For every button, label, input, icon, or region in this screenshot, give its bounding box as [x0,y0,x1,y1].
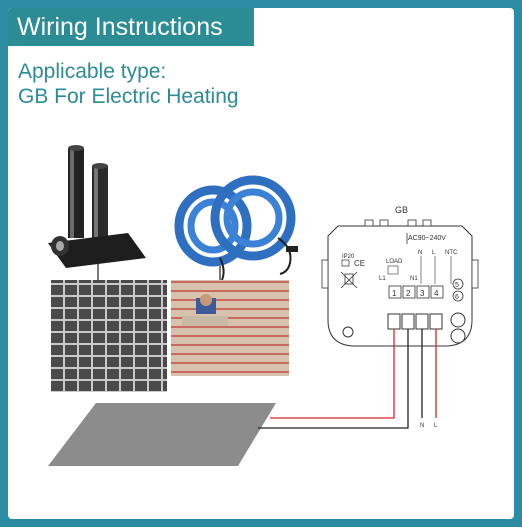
ip-box-icon [341,259,350,267]
terminal-4: 4 [434,289,439,298]
heating-film-roll [48,145,146,268]
voltage-label: AC90~240V [408,235,446,242]
applicable-type-label: Applicable type: [18,60,167,83]
floor-slab [48,403,276,466]
card: Wiring Instructions Applicable type: GB … [8,8,514,519]
terminal-3: 3 [420,289,425,298]
terminal-l1-label: L1 [379,276,386,282]
wiring-diagram: GB AC90~240V IP20 CE LOAD L1 N1 N L NTC [48,145,479,466]
heating-film-photo [51,280,167,392]
applicable-type-value: GB For Electric Heating [18,85,239,108]
live-wire-label: L [434,423,438,429]
weee-bin-icon [340,271,358,289]
n-input-label: N [418,250,422,256]
black-wire-load-2 [258,329,409,429]
load-label: LOAD [386,259,403,265]
thermostat-back: GB AC90~240V IP20 CE LOAD L1 N1 N L NTC [321,205,479,347]
model-label: GB [395,205,408,215]
red-wire-load-1 [270,329,395,419]
terminal-2: 2 [406,289,411,298]
heating-cable-coil [174,175,298,281]
sensor-terminal-6: 6 [455,294,459,301]
heating-cable-photo [171,280,289,376]
ip-rating: IP20 [342,254,355,260]
terminal-n1-label: N1 [410,276,418,282]
l-input-label: L [432,250,436,256]
sensor-terminal-5: 5 [455,282,459,289]
terminal-1: 1 [392,289,397,298]
page-title: Wiring Instructions [8,8,254,46]
neutral-wire-label: N [420,423,424,429]
ntc-label: NTC [445,250,458,256]
ce-mark-icon: CE [354,259,365,268]
